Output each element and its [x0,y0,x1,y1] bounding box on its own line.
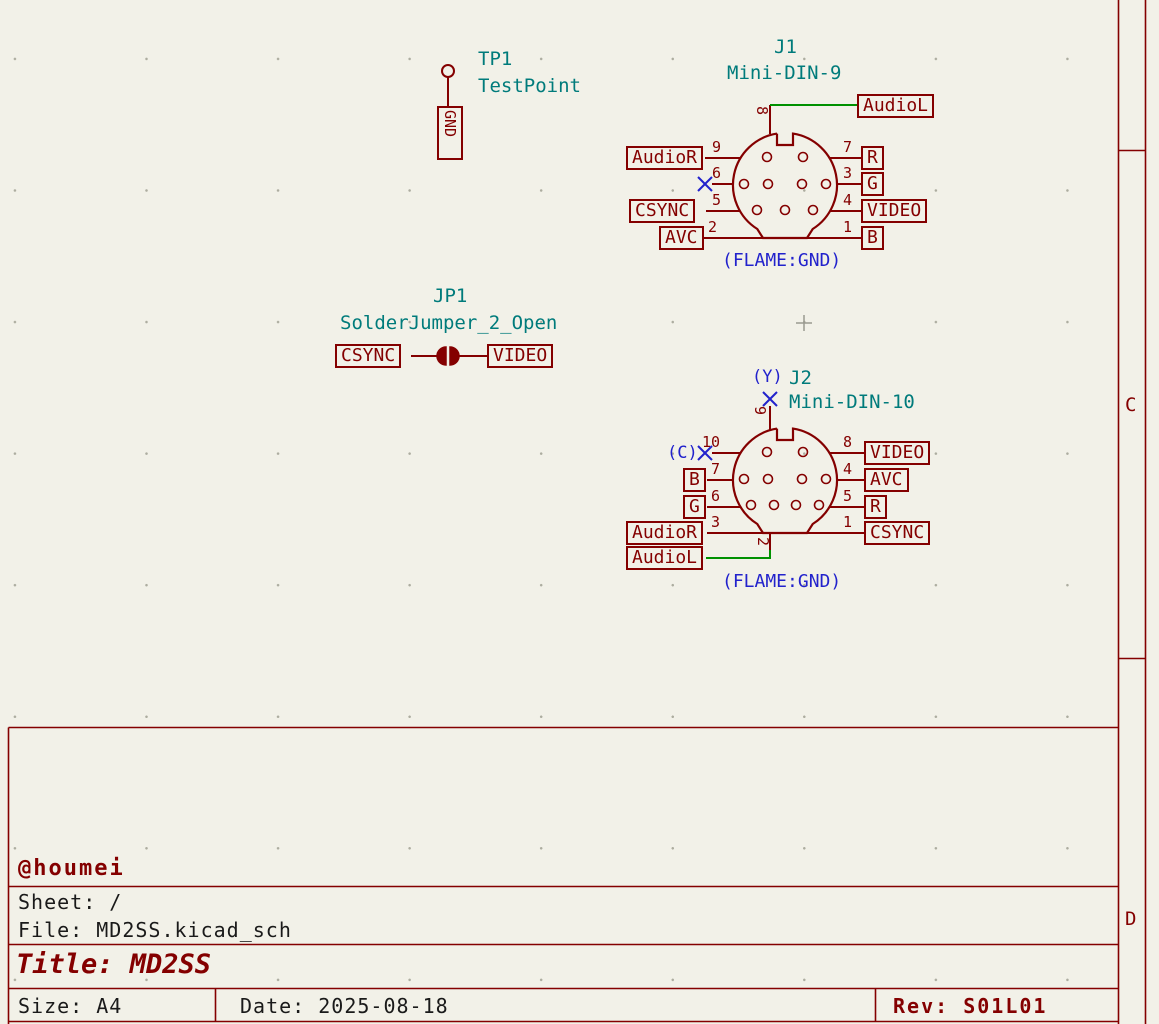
j2-note[interactable]: (FLAME:GND) [722,571,842,592]
j2-pin5-number: 5 [843,487,853,505]
net-label-audiol-j2[interactable]: AudioL [626,546,704,570]
frame-zone-c: C [1125,394,1137,416]
j2-pin-stubs[interactable] [707,406,864,550]
gnd-label-text: GND [441,110,459,138]
net-label-csync-j2[interactable]: CSYNC [864,521,931,545]
titleblock-rev: Rev: S01L01 [893,994,1048,1018]
net-label-audior-j1[interactable]: AudioR [626,146,704,170]
j2-pin9-number: 9 [751,406,769,416]
net-label-csync-jp1[interactable]: CSYNC [335,344,402,368]
net-label-video-j2[interactable]: VIDEO [864,441,931,465]
j1-pin-stubs[interactable] [703,105,861,239]
jumper-value[interactable]: SolderJumper_2_Open [340,312,558,334]
testpoint-pad-icon[interactable] [441,64,455,78]
j1-pin9-number: 9 [712,138,722,156]
net-label-audior-j2[interactable]: AudioR [626,521,704,545]
titleblock-file: File: MD2SS.kicad_sch [18,918,292,942]
j1-pin1-number: 1 [843,218,853,236]
net-label-audiol-j1[interactable]: AudioL [857,94,935,118]
net-label-b-j2[interactable]: B [683,468,706,492]
no-connect-icon-j1-pin6[interactable] [697,176,713,192]
j2-pin7-number: 7 [711,460,721,478]
net-label-csync-j1[interactable]: CSYNC [629,199,696,223]
j2-pin9-annotation: (Y) [752,367,783,387]
j1-pin3-number: 3 [843,164,853,182]
j2-pin8-number: 8 [843,433,853,451]
net-label-g-j2[interactable]: G [683,495,706,519]
net-label-b-j1[interactable]: B [861,226,884,250]
j1-value[interactable]: Mini-DIN-9 [727,62,842,84]
net-label-avc-j2[interactable]: AVC [864,468,909,492]
j2-pin6-number: 6 [711,487,721,505]
solder-jumper-symbol[interactable] [411,346,487,366]
net-label-r-j1[interactable]: R [861,146,884,170]
j2-pin4-number: 4 [843,460,853,478]
gnd-label[interactable]: GND [437,106,463,160]
j2-value[interactable]: Mini-DIN-10 [789,391,915,413]
net-label-avc-j1[interactable]: AVC [659,226,704,250]
j2-symbol[interactable] [707,406,864,550]
j1-pin8-number: 8 [753,106,771,116]
frame-zone-d: D [1125,908,1137,930]
testpoint-ref[interactable]: TP1 [478,48,513,70]
net-label-r-j2[interactable]: R [864,495,887,519]
j1-ref[interactable]: J1 [774,36,797,58]
testpoint-value[interactable]: TestPoint [478,75,581,97]
titleblock-title: Title: MD2SS [16,949,212,980]
j1-symbol[interactable] [703,105,861,240]
j1-pin7-number: 7 [843,138,853,156]
titleblock-date: Date: 2025-08-18 [240,994,449,1018]
jumper-pad-right-icon[interactable] [449,346,460,366]
j2-pin10-annotation: (C) [667,443,698,463]
j2-pin2-number: 2 [754,537,772,547]
sheet-frame [1117,0,1147,1024]
no-connect-marks [697,176,778,461]
j1-pin2-number: 2 [708,218,718,236]
j1-pin5-number: 5 [712,191,722,209]
jumper-ref[interactable]: JP1 [433,285,468,307]
j2-pin10-number: 10 [702,433,721,451]
j1-pin6-number: 6 [712,164,722,182]
j2-pin1-number: 1 [843,513,853,531]
testpoint-symbol[interactable] [441,64,455,106]
j1-note[interactable]: (FLAME:GND) [722,250,842,271]
net-label-video-jp1[interactable]: VIDEO [487,344,554,368]
net-label-video-j1[interactable]: VIDEO [861,199,928,223]
wire-j2-audiol[interactable] [706,550,771,559]
wires [706,104,857,559]
j1-pin4-number: 4 [843,191,853,209]
grid-origin-marker-icon [796,315,812,331]
j2-ref[interactable]: J2 [789,367,812,389]
j2-contact-pins [738,446,832,511]
jumper-pad-left-icon[interactable] [436,346,447,366]
titleblock-size: Size: A4 [18,994,123,1018]
title-block-lines [7,726,1119,1024]
no-connect-icon-j2-pin10[interactable] [697,445,713,461]
titleblock-sheet: Sheet: / [18,890,123,914]
j2-pin3-number: 3 [711,513,721,531]
j1-contact-pins [738,151,832,216]
titleblock-author: @houmei [18,856,125,881]
no-connect-icon-j2-pin9[interactable] [762,391,778,407]
net-label-g-j1[interactable]: G [861,172,884,196]
